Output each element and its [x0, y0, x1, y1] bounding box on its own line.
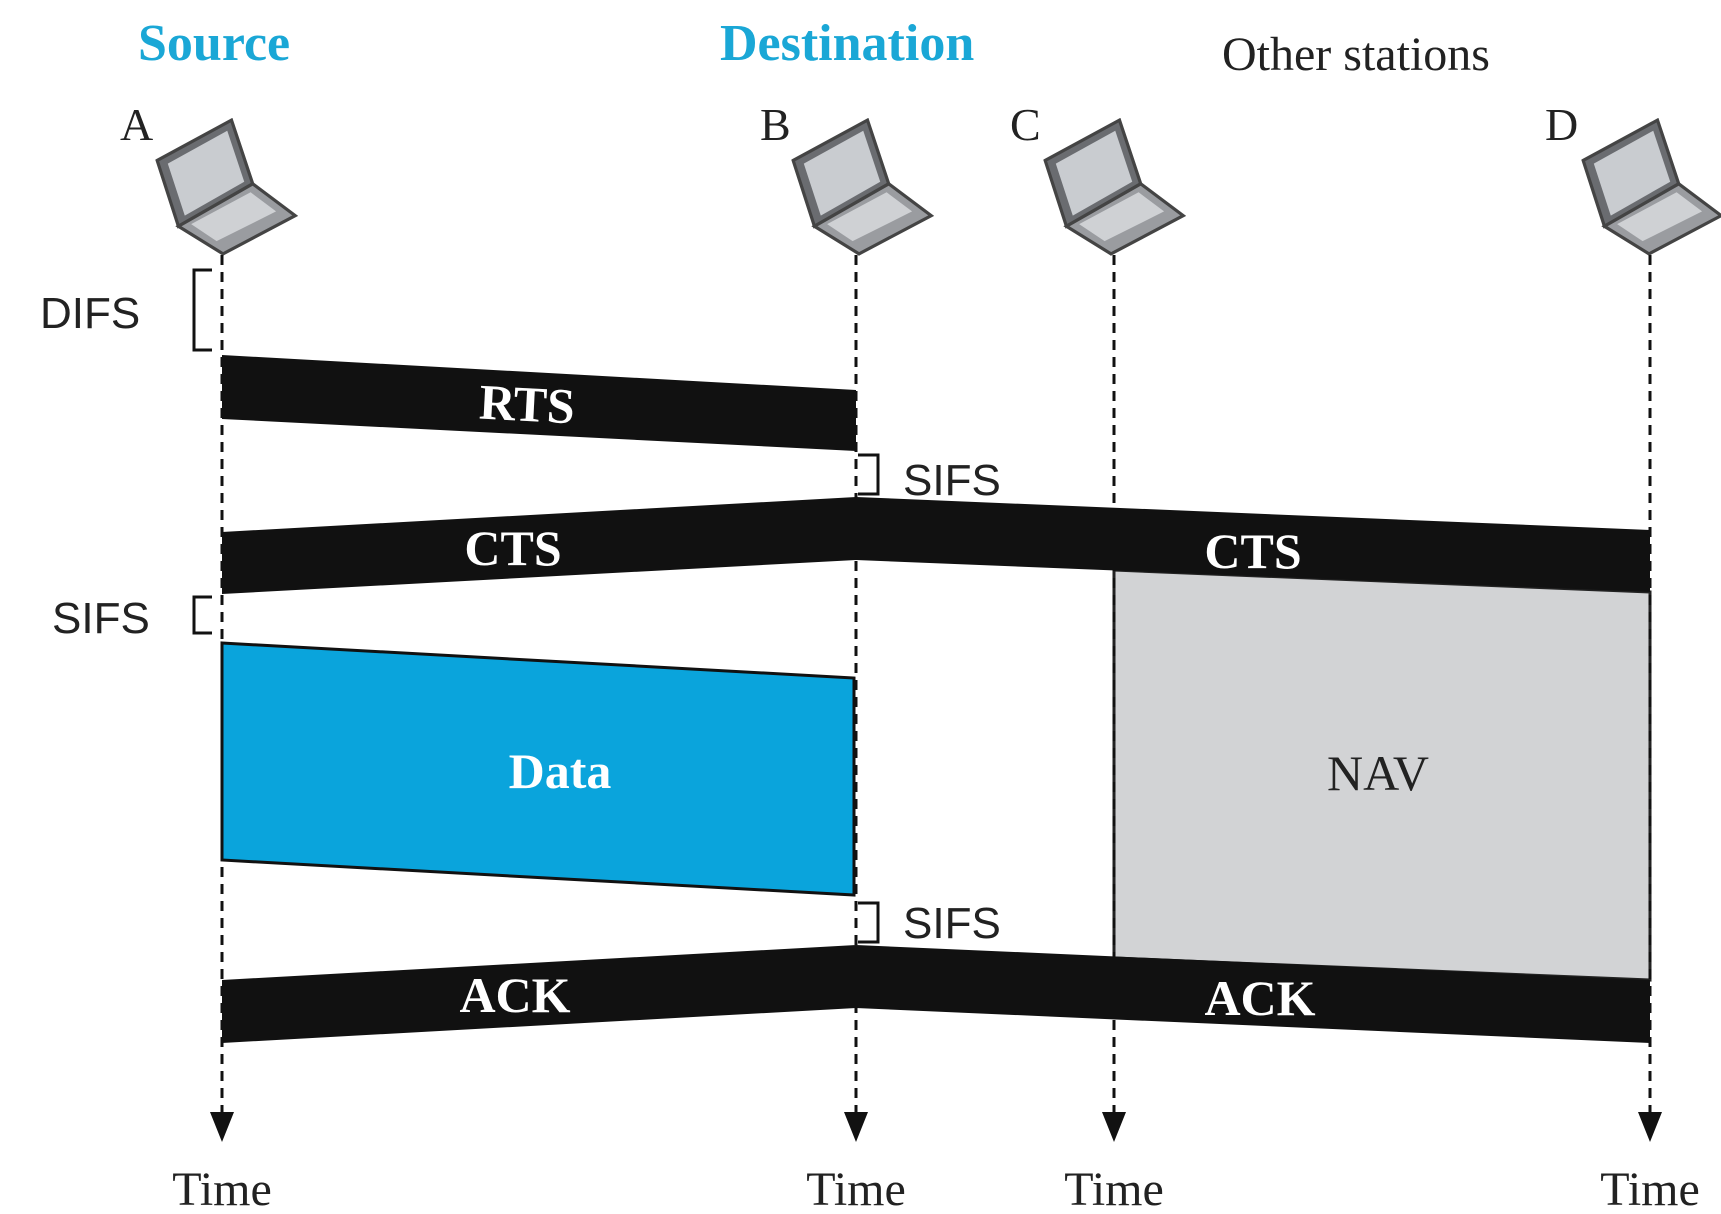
arrow-down-icon	[1638, 1112, 1662, 1142]
cts-frame-label-left: CTS	[464, 520, 561, 576]
ack-frame-label-left: ACK	[459, 967, 570, 1023]
nav-label: NAV	[1327, 745, 1429, 801]
laptop-icon	[155, 118, 297, 256]
time-label-d: Time	[1600, 1163, 1700, 1214]
difs-bracket	[192, 268, 212, 352]
time-label-a: Time	[172, 1163, 272, 1214]
other-stations-label: Other stations	[1222, 28, 1490, 81]
arrow-down-icon	[844, 1112, 868, 1142]
station-c-letter: C	[1010, 99, 1041, 150]
sifs-bracket-b1	[858, 453, 880, 496]
source-label: Source	[138, 15, 290, 72]
rts-frame	[222, 355, 856, 451]
station-a-letter: A	[120, 99, 153, 150]
time-label-b: Time	[806, 1163, 906, 1214]
sifs-label-a: SIFS	[52, 594, 150, 643]
sifs-label-b2: SIFS	[903, 899, 1001, 948]
difs-label: DIFS	[40, 289, 140, 338]
cts-frame-label-right: CTS	[1204, 523, 1301, 579]
rts-frame-label: RTS	[478, 374, 576, 435]
laptop-icon	[1043, 118, 1185, 256]
laptop-icon	[1581, 118, 1721, 256]
sifs-bracket-b2	[858, 901, 880, 944]
data-frame-label: Data	[509, 743, 612, 799]
destination-label: Destination	[720, 15, 974, 72]
laptop-icon	[791, 118, 933, 256]
ack-frame-label-right: ACK	[1204, 970, 1315, 1026]
sifs-bracket-a	[192, 595, 212, 635]
cts-frame	[222, 497, 1650, 594]
station-b-letter: B	[760, 99, 791, 150]
ack-frame	[222, 945, 1650, 1043]
time-label-c: Time	[1064, 1163, 1164, 1214]
station-d-letter: D	[1545, 99, 1578, 150]
arrow-down-icon	[1102, 1112, 1126, 1142]
sifs-label-b1: SIFS	[903, 456, 1001, 505]
arrow-down-icon	[210, 1112, 234, 1142]
